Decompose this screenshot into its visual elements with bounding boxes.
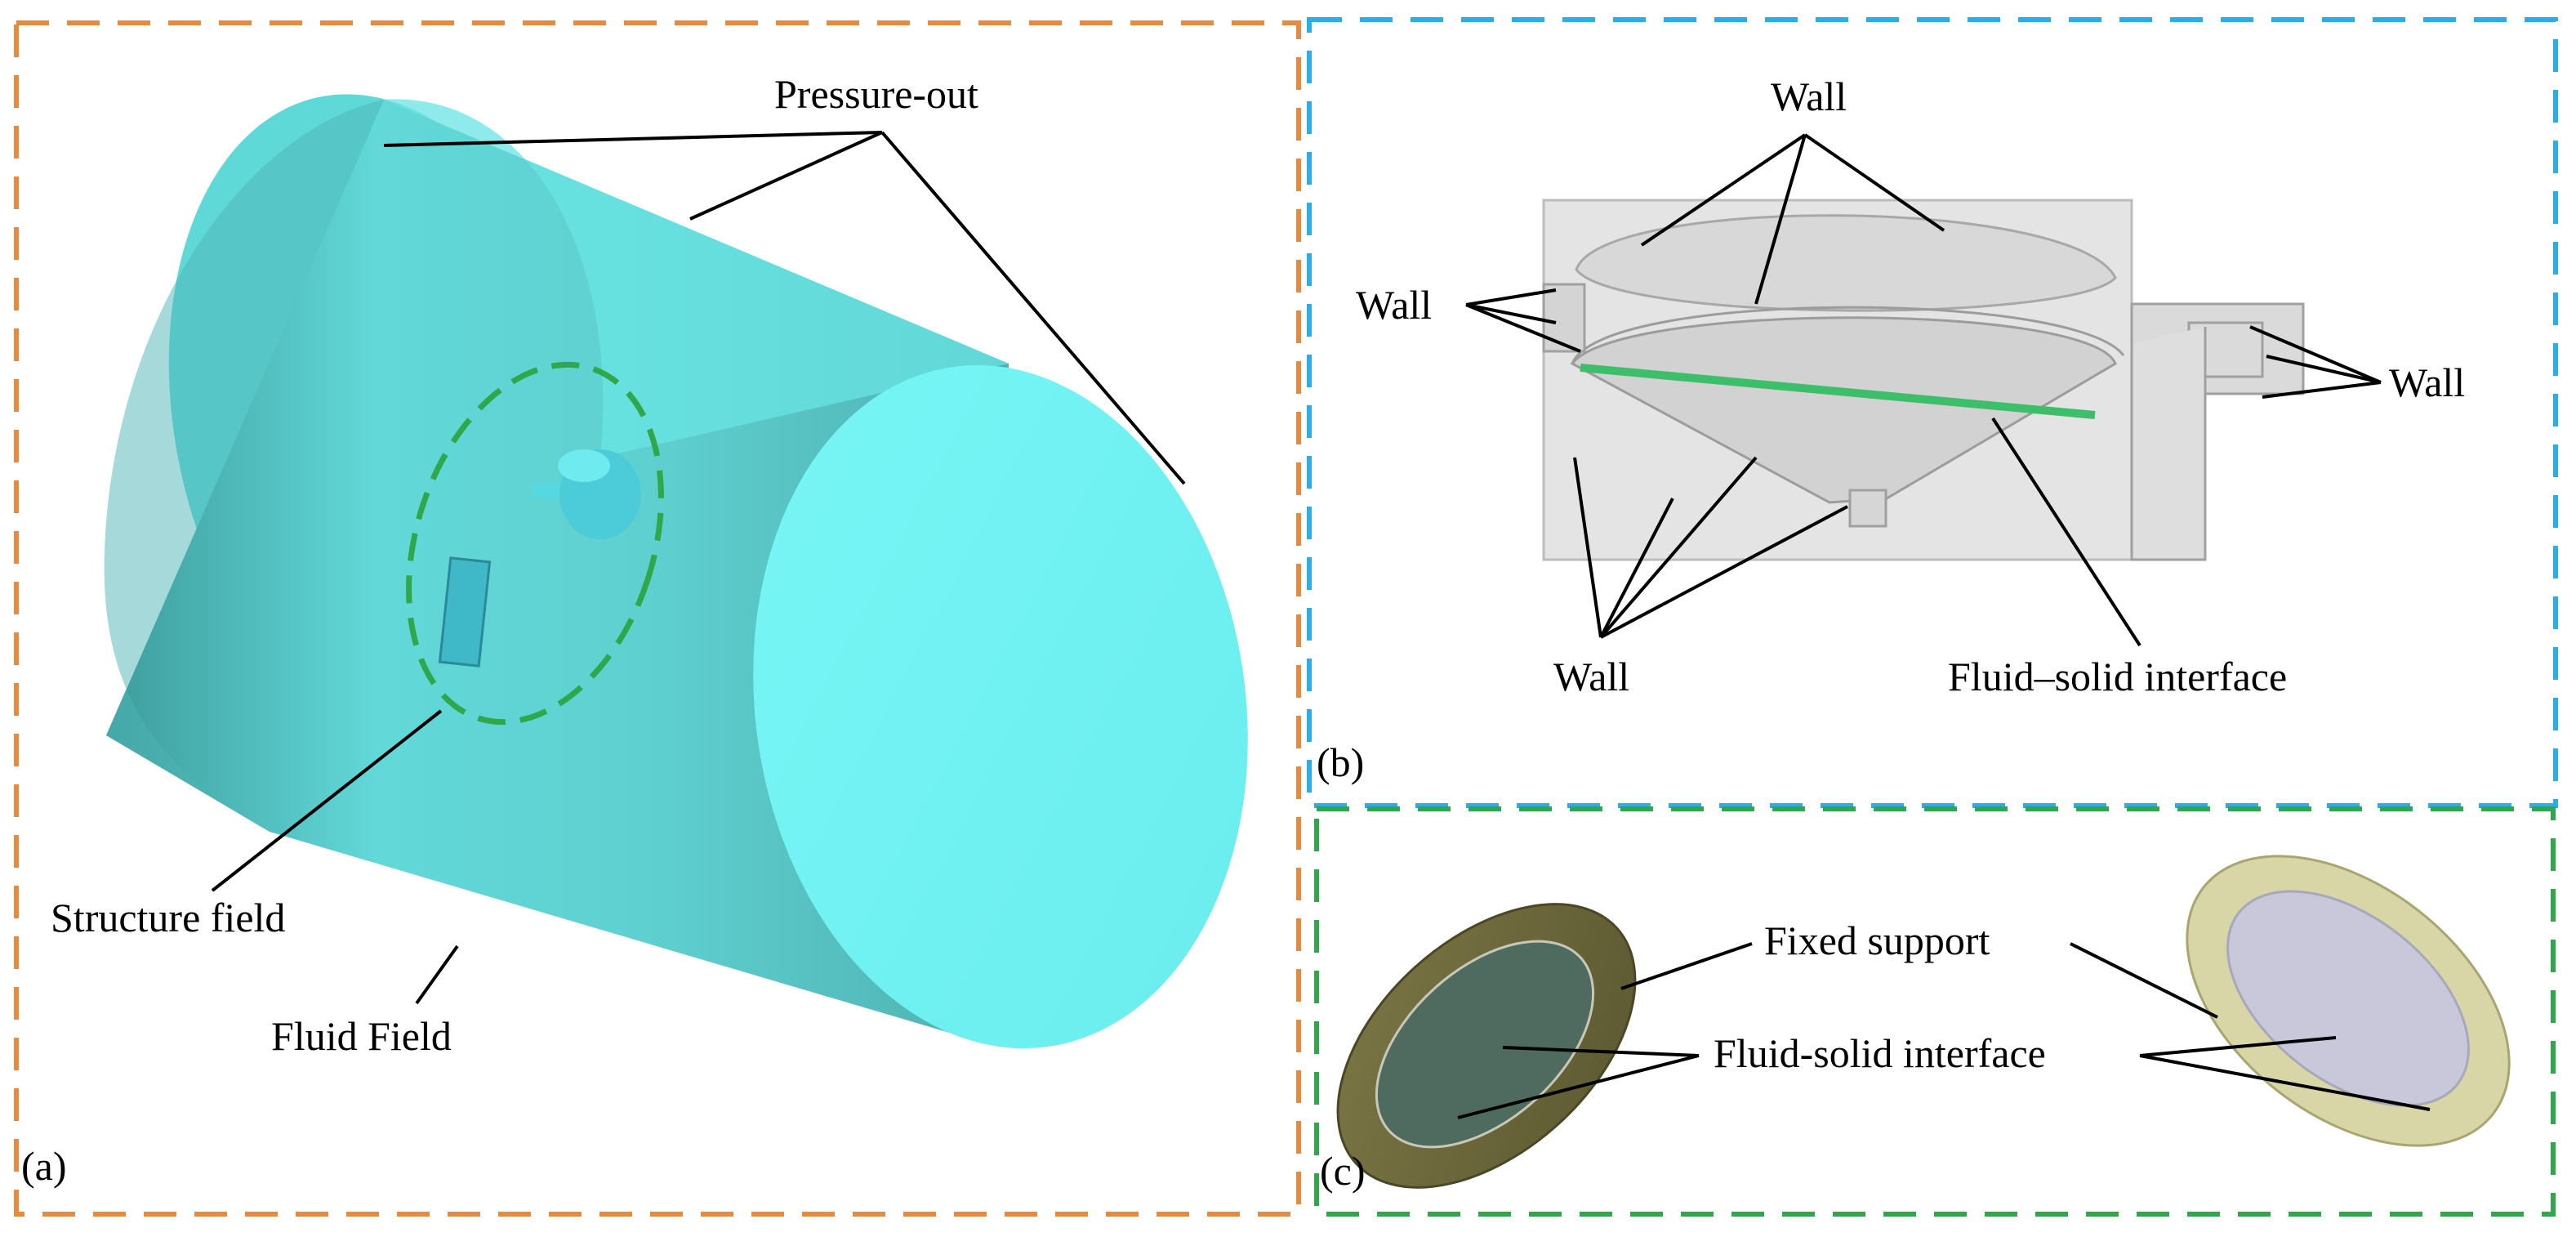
label-wall-top: Wall (1771, 74, 1847, 119)
leader-wall-left-3 (1465, 303, 1581, 353)
leader-wall-top-3 (1803, 133, 1945, 232)
leader-wall-right-1 (2249, 325, 2382, 384)
structure-model (438, 449, 641, 668)
label-interface-b: Fluid–solid interface (1948, 654, 2287, 699)
leader-interface-c-3 (2139, 1036, 2337, 1057)
label-interface-c: Fluid-solid interface (1714, 1030, 2046, 1076)
label-pressure-out: Pressure-out (774, 71, 978, 117)
leader-wall-top-2 (1754, 134, 1807, 305)
leader-wall-bottom-4 (1600, 505, 1848, 639)
fluid-domain-cylinder (104, 94, 1248, 1049)
panel-a-tag: (a) (21, 1143, 67, 1189)
structure-nozzle (533, 484, 560, 498)
cylinder-upper-band (384, 99, 1009, 458)
leader-wall-bottom-1 (1573, 457, 1602, 638)
fluid-solid-interface-strip (1580, 364, 2096, 419)
structure-plate (438, 556, 492, 668)
plate-right-interface (2226, 890, 2470, 1107)
label-fixed-support: Fixed support (1764, 918, 1990, 963)
panel-b-leaders (1465, 133, 2382, 647)
leader-interface-c-4 (2139, 1054, 2431, 1111)
leader-wall-left-2 (1465, 303, 1557, 324)
leader-pressure-out-1 (383, 131, 883, 147)
leader-wall-left-1 (1465, 288, 1557, 306)
panel-a-frame (14, 20, 1301, 1217)
model-basin (1570, 316, 2117, 504)
panel-c: Fixed support Fluid-solid interface (c) (1314, 806, 2556, 1217)
structure-field-region (406, 361, 664, 726)
label-structure-field: Structure field (51, 895, 285, 940)
cylinder-front-face (753, 364, 1248, 1049)
device-model-transparent (1542, 199, 2305, 561)
leader-wall-right-3 (2262, 381, 2382, 399)
leader-pressure-out-2 (689, 131, 883, 221)
leader-wall-top-1 (1640, 133, 1807, 247)
leader-wall-right-2 (2266, 355, 2382, 384)
label-wall-left: Wall (1356, 282, 1432, 328)
panel-a-leaders (211, 131, 1186, 1005)
model-top-rim (1575, 214, 2117, 312)
label-wall-right: Wall (2389, 359, 2465, 405)
leader-wall-bottom-3 (1599, 456, 1758, 639)
panel-c-leaders (1457, 942, 2431, 1119)
leader-wall-bottom-2 (1599, 498, 1674, 638)
leader-fixed-support-left (1620, 942, 1753, 990)
model-left-inlet (1542, 283, 1586, 353)
leader-interface (1991, 417, 2141, 647)
leader-fluid-field (415, 944, 459, 1005)
model-basin-edge (1571, 306, 2125, 364)
leader-fixed-support-right (2070, 942, 2218, 1019)
leader-interface-c-1 (1502, 1046, 1700, 1057)
label-fluid-field: Fluid Field (271, 1013, 452, 1059)
plate-right (2186, 855, 2511, 1147)
leader-interface-c-2 (1457, 1054, 1700, 1119)
panel-b: Wall Wall Wall Wall Fluid–solid interfac… (1307, 17, 2558, 808)
panel-a: Pressure-out Structure field Fluid Field… (14, 20, 1301, 1217)
panel-b-tag: (b) (1317, 739, 1364, 785)
label-wall-bottom: Wall (1553, 654, 1629, 699)
leader-structure-field (211, 709, 443, 892)
panel-c-frame (1314, 806, 2556, 1217)
panel-c-tag: (c) (1320, 1148, 1366, 1194)
leader-pressure-out-3 (880, 131, 1186, 485)
structure-cylinder-cap (558, 449, 610, 482)
cylinder-back-face-edge (104, 100, 385, 832)
model-right-wall (2130, 327, 2207, 561)
panel-b-frame (1307, 17, 2558, 808)
model-bottom-stem (1848, 489, 1887, 528)
